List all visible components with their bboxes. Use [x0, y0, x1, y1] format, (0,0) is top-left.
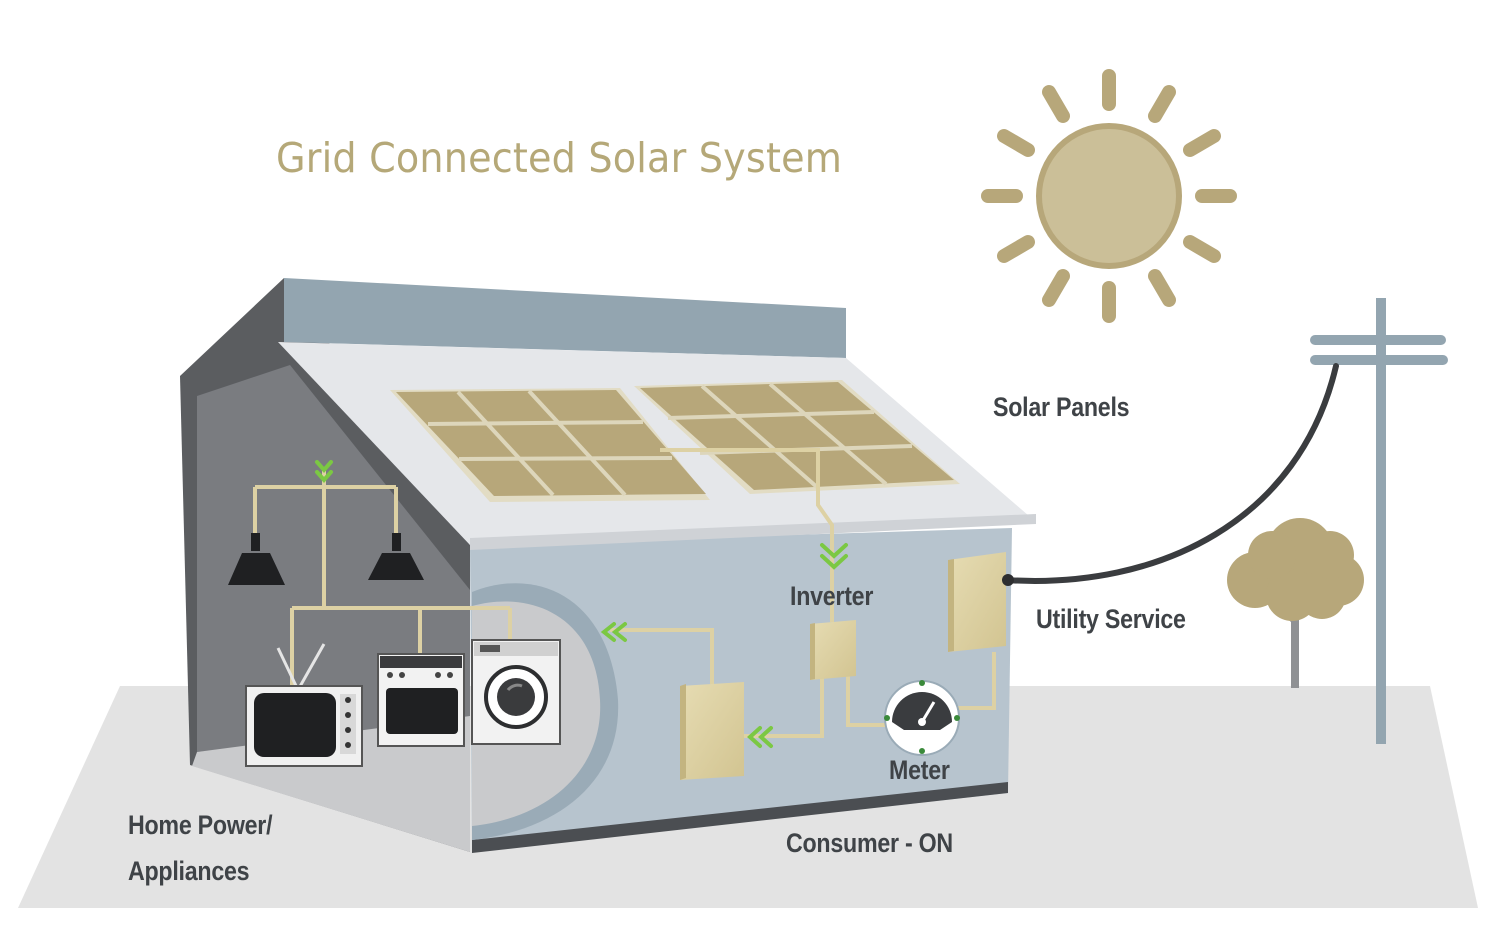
television-icon — [245, 643, 363, 767]
utility-panel-box — [948, 552, 1006, 652]
tree-icon — [1227, 518, 1364, 688]
utility-cable — [1003, 363, 1339, 584]
label-inverter: Inverter — [790, 581, 874, 611]
meter-icon — [884, 680, 960, 756]
roof-ridge — [284, 278, 846, 358]
inverter-box — [810, 620, 856, 680]
label-home-power-line2: Appliances — [128, 856, 250, 886]
label-solar-panels: Solar Panels — [993, 392, 1130, 422]
wiring — [253, 448, 996, 738]
solar-panel-array-right — [634, 380, 960, 494]
washing-machine-icon — [471, 639, 561, 745]
solar-panel-array-left — [390, 388, 710, 502]
house-wall-base — [472, 782, 1008, 853]
diagram-title: Grid Connected Solar System — [276, 134, 843, 182]
ceiling-lamp-icon — [228, 533, 424, 585]
utility-pole — [1310, 298, 1448, 744]
sun-icon — [981, 69, 1237, 323]
house-panel-box — [680, 682, 744, 780]
label-home-power-line1: Home Power/ — [128, 810, 273, 840]
oven-icon — [377, 653, 465, 747]
flow-arrow-icon — [315, 460, 848, 748]
label-meter: Meter — [889, 755, 950, 785]
label-consumer: Consumer - ON — [786, 828, 953, 858]
label-utility-service: Utility Service — [1036, 604, 1186, 634]
